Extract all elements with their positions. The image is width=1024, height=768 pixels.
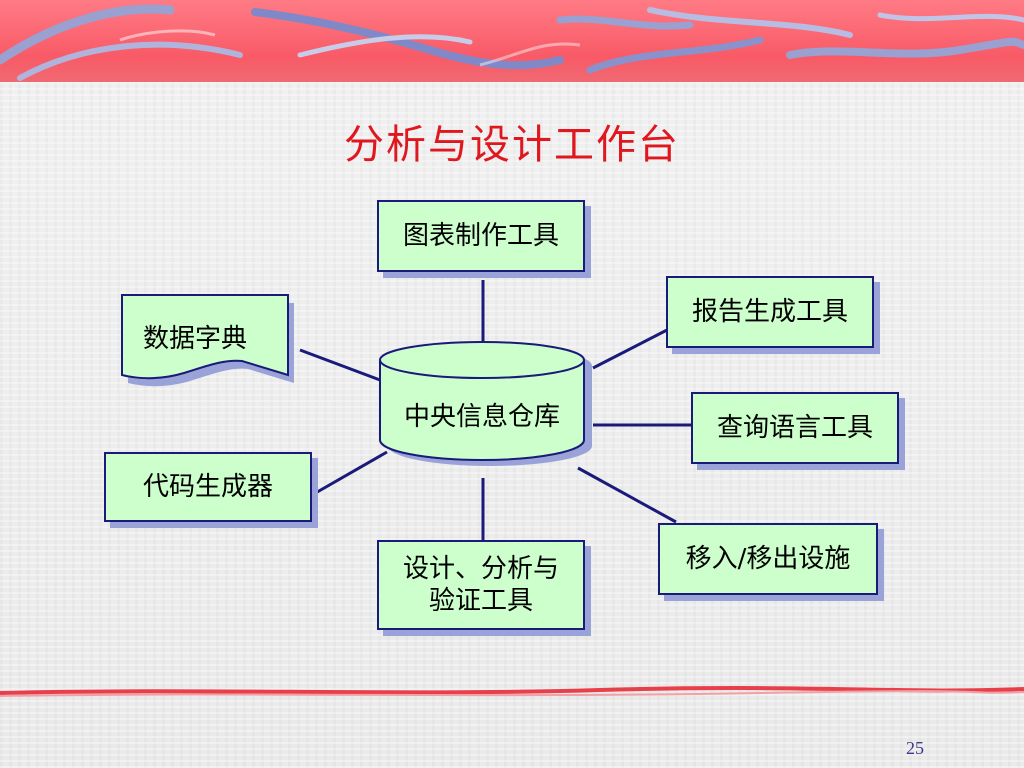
node-data-dictionary <box>121 294 294 387</box>
connector-data-dictionary <box>299 348 381 382</box>
connector-code-generator <box>311 450 388 497</box>
central-repository-cylinder <box>379 341 592 466</box>
banner-swirls <box>0 4 1024 81</box>
node-data-dictionary-label: 数据字典 <box>143 324 248 354</box>
page-number: 25 <box>906 738 924 758</box>
connector-report-tools <box>592 328 668 370</box>
node-design-tools: 设计、分析与 验证工具 <box>377 540 585 630</box>
node-design-tools-label-line1: 设计、分析与 <box>402 553 559 584</box>
node-chart-tools: 图表制作工具 <box>377 200 585 272</box>
node-code-generator-label: 代码生成器 <box>142 471 273 502</box>
top-banner <box>0 0 1024 82</box>
slide-title: 分析与设计工作台 <box>344 122 680 168</box>
node-migration: 移入/移出设施 <box>658 523 878 595</box>
node-migration-label: 移入/移出设施 <box>685 543 851 574</box>
node-report-tools-label: 报告生成工具 <box>691 296 848 327</box>
node-query-tools-label: 查询语言工具 <box>716 412 873 443</box>
node-code-generator: 代码生成器 <box>104 452 312 522</box>
node-report-tools: 报告生成工具 <box>666 276 874 348</box>
bottom-rule <box>0 686 1024 697</box>
connector-migration <box>577 466 677 524</box>
node-chart-tools-label: 图表制作工具 <box>402 220 559 251</box>
node-design-tools-label-line2: 验证工具 <box>428 586 533 616</box>
node-query-tools: 查询语言工具 <box>691 392 899 464</box>
central-repository-label: 中央信息仓库 <box>403 402 560 432</box>
